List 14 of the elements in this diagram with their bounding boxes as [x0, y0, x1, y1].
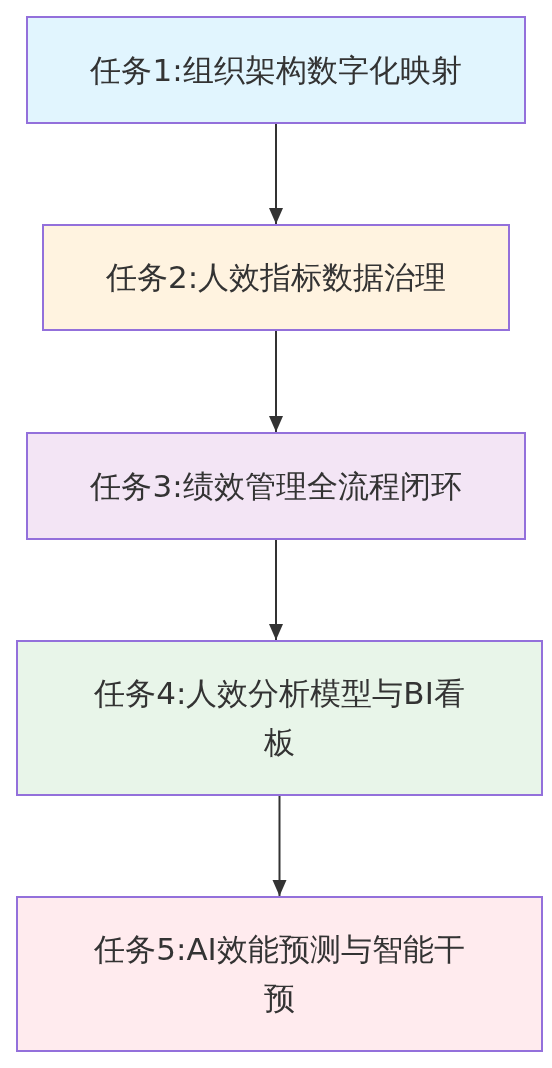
arrow: [269, 123, 283, 225]
arrow: [269, 539, 283, 641]
process-box: [42, 224, 510, 331]
task-label: 任务5:AI效能预测与智能干预: [93, 930, 466, 1018]
task-label: 任务3:绩效管理全流程闭环: [90, 466, 462, 506]
task-label: 任务2:人效指标数据治理: [105, 258, 447, 297]
task-label: 任务1:组织架构数字化映射: [90, 50, 462, 90]
task-label: 任务4:人效分析模型与BI看板: [93, 674, 466, 762]
arrow: [269, 330, 283, 433]
process-box: [16, 640, 543, 796]
arrow: [272, 795, 287, 897]
process-box: [16, 896, 543, 1052]
process-box: [26, 432, 526, 540]
process-box: [26, 16, 526, 124]
